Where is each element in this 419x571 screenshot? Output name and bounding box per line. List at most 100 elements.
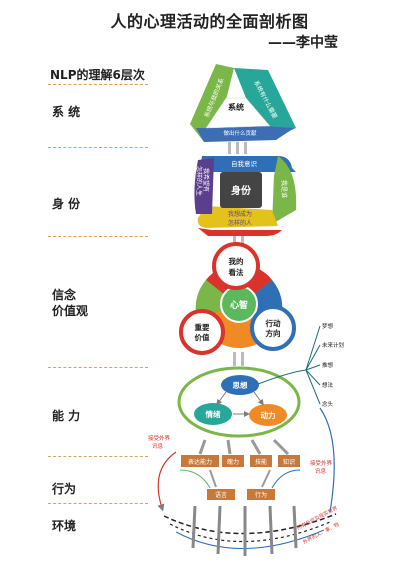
level-environment: 环境 — [52, 519, 77, 533]
divider — [48, 367, 148, 368]
branch-line — [305, 325, 321, 371]
feedback-arc-left — [157, 451, 177, 512]
ability-action — [249, 404, 287, 426]
behavior-label-1: 行为 — [255, 491, 267, 499]
branch-line — [305, 369, 321, 405]
arrow — [226, 439, 232, 455]
output-box-1 — [222, 455, 244, 467]
ability-think — [221, 375, 259, 395]
system-center — [205, 97, 271, 129]
system-bottom-label-1: 如何服务 — [229, 120, 252, 128]
branch-label-0: 梦想 — [322, 322, 334, 330]
env-pillar — [268, 505, 274, 555]
right-note-1: 接受外界 — [310, 459, 333, 467]
connector — [228, 142, 231, 154]
branch-label-4: 念头 — [322, 400, 334, 408]
system-triangle: 系统 系统与我的关系 系统有什么需要 如何服务 做出什么贡献 — [190, 64, 296, 142]
level-belief-line2: 价值观 — [52, 304, 89, 318]
connector — [236, 142, 239, 154]
output-box-0 — [181, 455, 219, 467]
branch-label-2: 推想 — [322, 361, 334, 369]
left-note-1: 接受外界 — [148, 434, 171, 442]
identity-right-label: 我是谁 — [280, 180, 288, 198]
feedback-arc-right — [319, 407, 335, 513]
belief-right-label-2: 方向 — [266, 328, 281, 338]
arrow — [250, 439, 262, 455]
divider — [48, 456, 148, 457]
identity-right-band — [272, 156, 297, 224]
env-inner-arc — [169, 521, 331, 543]
arrow — [209, 469, 217, 488]
levels-header: NLP的理解6层次 — [50, 68, 145, 82]
divider — [48, 147, 148, 148]
branch-line — [305, 344, 321, 371]
connector — [233, 236, 236, 248]
author-name: ——李中莹 — [268, 35, 338, 51]
behavior-row: 语言 行为 — [179, 469, 301, 500]
output-label-3: 知识 — [283, 458, 295, 466]
system-left-blade — [190, 64, 234, 142]
belief-left-label-2: 价值 — [195, 332, 210, 342]
belief-right-label-1: 行动 — [265, 318, 281, 328]
divider — [48, 236, 148, 237]
identity-center — [220, 172, 262, 208]
divider — [48, 84, 148, 85]
ability-think-label: 思想 — [233, 380, 248, 390]
connector — [233, 352, 236, 366]
level-identity: 身 份 — [52, 197, 81, 211]
behavior-box-0 — [207, 489, 235, 500]
level-belief: 信念 价值观 — [52, 287, 88, 319]
ability-action-label: 动力 — [261, 410, 276, 420]
arrow — [216, 391, 227, 406]
output-label-1: 魄力 — [227, 458, 239, 466]
identity-left-band — [194, 158, 214, 214]
identity-top-band — [198, 156, 296, 180]
branch-line — [305, 369, 321, 386]
connector — [179, 469, 211, 489]
identity-bottom-label-2: 怎样的人 — [228, 219, 252, 227]
arrow — [261, 469, 271, 488]
identity-center-label: 身份 — [231, 184, 252, 197]
belief-left-circle — [179, 309, 225, 355]
output-label-2: 技能 — [255, 458, 267, 466]
arrow — [253, 391, 264, 406]
arrow — [198, 439, 207, 455]
page-title: 人的心理活动的全面剖析图 — [110, 12, 309, 31]
env-pillar — [292, 505, 298, 549]
branch-line — [257, 369, 307, 385]
left-note-2: 讯息 — [152, 442, 164, 450]
env-pillar — [191, 505, 197, 549]
identity-bottom-band — [197, 206, 278, 228]
ability-emotion — [194, 403, 232, 425]
branch-line — [305, 364, 321, 371]
system-bottom-label-2: 做出什么贡献 — [223, 129, 257, 137]
output-box-2 — [250, 455, 272, 467]
level-ability: 能 力 — [52, 409, 81, 423]
level-belief-line1: 信念 — [52, 288, 77, 302]
belief-top-circle — [212, 242, 260, 290]
behavior-label-0: 语言 — [215, 491, 227, 499]
identity-top-label: 自我意识 — [231, 159, 258, 168]
env-pillar — [216, 505, 222, 555]
identity-left-label-2: 怎样的人生 — [195, 166, 203, 196]
environment-arc: 所有反应及现实世界 外界的人、事、物 — [163, 504, 340, 556]
belief-right-circle — [250, 305, 296, 351]
system-center-label: 系统 — [228, 102, 244, 112]
connector — [244, 142, 247, 154]
branch-label-3: 想法 — [322, 381, 334, 389]
level-behavior: 行为 — [52, 482, 77, 496]
connector — [271, 469, 301, 489]
belief-cluster: 心智 我的 看法 重要 价值 行动 方向 — [179, 242, 296, 355]
belief-left-label-1: 重要 — [195, 322, 210, 332]
system-bottom-blade — [196, 126, 294, 142]
identity-bottom-label-1: 我想成为 — [228, 210, 252, 218]
branch-label-1: 未来计划 — [322, 341, 344, 349]
system-right-blade — [234, 68, 296, 140]
level-system: 系 统 — [52, 105, 81, 119]
connector — [241, 352, 244, 366]
identity-bottom-underline — [198, 228, 282, 236]
identity-left-label-1: 我希望有 — [202, 168, 210, 192]
output-box-3 — [278, 455, 300, 467]
belief-top-label-1: 我的 — [229, 256, 244, 266]
